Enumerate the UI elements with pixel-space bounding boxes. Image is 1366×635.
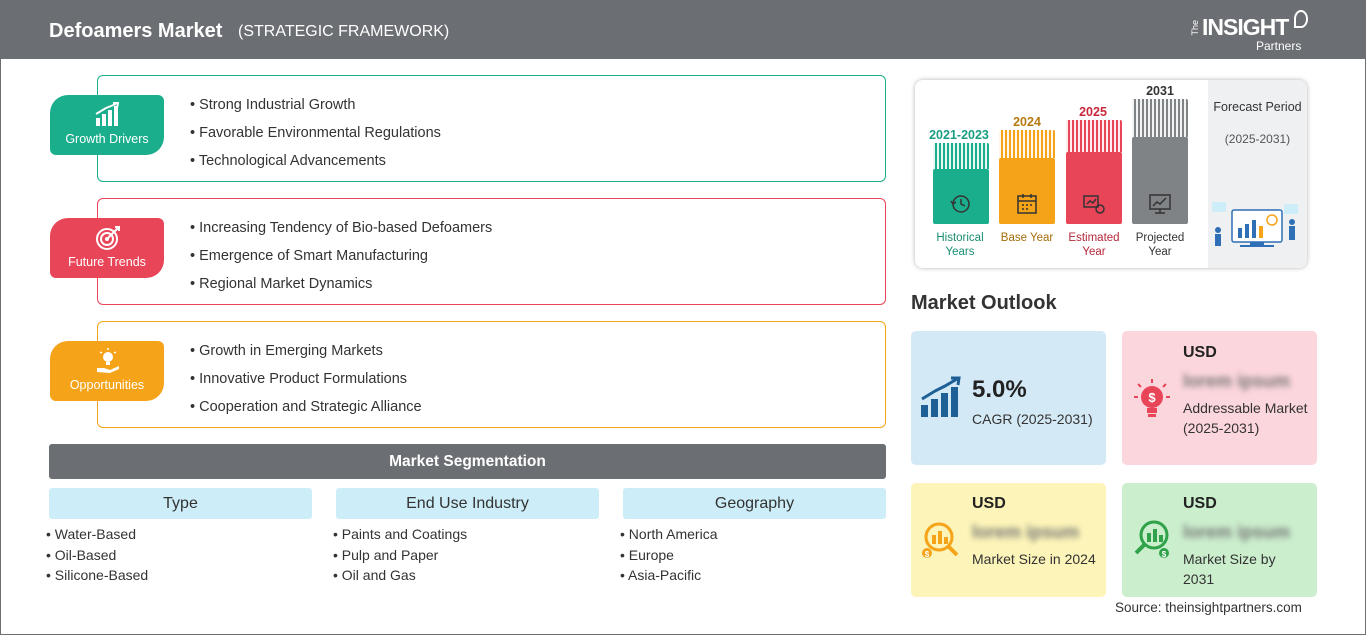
money-magnifier-icon: $ — [1134, 520, 1169, 559]
list-item: North America — [620, 525, 886, 546]
target-icon — [96, 226, 120, 250]
market-size-2031-card: $ USD lorem ipsum Market Size by 2031 — [1122, 483, 1317, 597]
estimated-year-bar — [1066, 152, 1122, 224]
period-caption: Base Year — [1000, 232, 1054, 244]
opportunities-badge: Opportunities — [50, 341, 164, 401]
growth-drivers-list: Strong Industrial Growth Favorable Envir… — [190, 96, 441, 180]
list-item: Technological Advancements — [190, 152, 441, 180]
header-bar: Defoamers Market (STRATEGIC FRAMEWORK) T… — [0, 0, 1366, 59]
list-item: Water-Based — [46, 525, 312, 546]
lightbulb-hand-icon — [97, 348, 119, 373]
logo-partners-text: Partners — [1256, 39, 1302, 53]
bar-cap — [999, 130, 1055, 158]
history-icon — [950, 195, 970, 213]
opportunities-label: Opportunities — [69, 378, 145, 392]
size2024-value: lorem ipsum — [972, 522, 1080, 542]
future-trends-badge: Future Trends — [50, 218, 164, 278]
money-magnifier-icon: $ — [922, 522, 959, 559]
list-item: Emergence of Smart Manufacturing — [190, 247, 492, 275]
source-credit: Source: theinsightpartners.com — [1115, 600, 1302, 615]
list-item: Europe — [620, 546, 886, 567]
money-bulb-icon: $ — [1134, 379, 1170, 417]
addressable-market-card: $ USD lorem ipsum Addressable Market (20… — [1122, 331, 1317, 465]
list-item: Cooperation and Strategic Alliance — [190, 398, 421, 426]
cagr-card: 5.0% CAGR (2025-2031) — [911, 331, 1106, 465]
analytics-team-illustration — [1212, 202, 1298, 247]
segment-header: Type — [49, 488, 312, 519]
page-subtitle: (STRATEGIC FRAMEWORK) — [238, 23, 450, 40]
list-item: Regional Market Dynamics — [190, 275, 492, 303]
period-year-label: 2024 — [1013, 115, 1041, 129]
list-item: Strong Industrial Growth — [190, 96, 441, 124]
insight-partners-logo[interactable]: The INSIGHT Partners — [1190, 10, 1310, 54]
calendar-icon — [1017, 194, 1037, 214]
segment-list: Paints and Coatings Pulp and Paper Oil a… — [336, 525, 599, 587]
bar-cap — [1132, 99, 1188, 137]
page-title: Defoamers Market — [49, 20, 223, 42]
forecast-label: Forecast Period — [1213, 100, 1302, 114]
size2031-currency: USD — [1183, 495, 1217, 512]
logo-arc-icon — [1294, 10, 1308, 28]
svg-text:$: $ — [1148, 390, 1156, 405]
list-item: Growth in Emerging Markets — [190, 342, 422, 370]
growth-drivers-badge: Growth Drivers — [50, 95, 164, 155]
segment-geography: Geography North America Europe Asia-Paci… — [623, 488, 886, 587]
future-trends-label: Future Trends — [68, 255, 146, 269]
logo-the-text: The — [1190, 20, 1200, 36]
svg-text:$: $ — [925, 550, 930, 559]
list-item: Asia-Pacific — [620, 566, 886, 587]
market-segmentation-bar: Market Segmentation — [49, 444, 886, 479]
bar-cap — [933, 143, 989, 169]
segment-header: End Use Industry — [336, 488, 599, 519]
growth-drivers-label: Growth Drivers — [65, 132, 149, 146]
logo-insight-text: INSIGHT — [1202, 14, 1289, 40]
period-year-label: 2025 — [1079, 105, 1107, 119]
list-item: Increasing Tendency of Bio-based Defoame… — [190, 219, 492, 247]
segment-list: North America Europe Asia-Pacific — [623, 525, 886, 587]
period-caption: Projected Year — [1135, 232, 1185, 258]
estimate-icon — [1083, 195, 1105, 214]
period-caption: Estimated Year — [1068, 232, 1120, 258]
projection-icon — [1149, 194, 1171, 214]
list-item: Paints and Coatings — [333, 525, 599, 546]
svg-text:$: $ — [1162, 550, 1167, 559]
size2024-currency: USD — [972, 495, 1006, 512]
cagr-value: 5.0% — [972, 376, 1027, 403]
addressable-value: lorem ipsum — [1183, 371, 1291, 391]
segment-header: Geography — [623, 488, 886, 519]
period-year-label: 2021-2023 — [929, 128, 989, 142]
size2024-label: Market Size in 2024 — [972, 551, 1096, 567]
list-item: Oil and Gas — [333, 566, 599, 587]
list-item: Pulp and Paper — [333, 546, 599, 567]
growth-chart-icon — [95, 102, 120, 126]
size2031-value: lorem ipsum — [1183, 522, 1291, 542]
addressable-label: Addressable Market (2025-2031) — [1183, 400, 1308, 436]
segment-end-use-industry: End Use Industry Paints and Coatings Pul… — [336, 488, 599, 587]
opportunities-list: Growth in Emerging Markets Innovative Pr… — [190, 342, 422, 426]
period-year-label: 2031 — [1146, 84, 1174, 98]
forecast-period: (2025-2031) — [1224, 132, 1291, 146]
list-item: Favorable Environmental Regulations — [190, 124, 441, 152]
list-item: Oil-Based — [46, 546, 312, 567]
market-size-2024-card: $ USD lorem ipsum Market Size in 2024 — [911, 483, 1106, 597]
market-outlook-title: Market Outlook — [911, 292, 1057, 314]
period-caption: Historical Years — [936, 232, 984, 258]
future-trends-list: Increasing Tendency of Bio-based Defoame… — [190, 219, 492, 303]
segment-type: Type Water-Based Oil-Based Silicone-Base… — [49, 488, 312, 587]
bar-cap — [1066, 120, 1122, 152]
size2031-label: Market Size by 2031 — [1183, 551, 1276, 587]
segment-list: Water-Based Oil-Based Silicone-Based — [49, 525, 312, 587]
growth-bars-icon — [921, 376, 961, 417]
addressable-currency: USD — [1183, 344, 1217, 361]
list-item: Silicone-Based — [46, 566, 312, 587]
cagr-label: CAGR (2025-2031) — [972, 411, 1093, 427]
list-item: Innovative Product Formulations — [190, 370, 422, 398]
